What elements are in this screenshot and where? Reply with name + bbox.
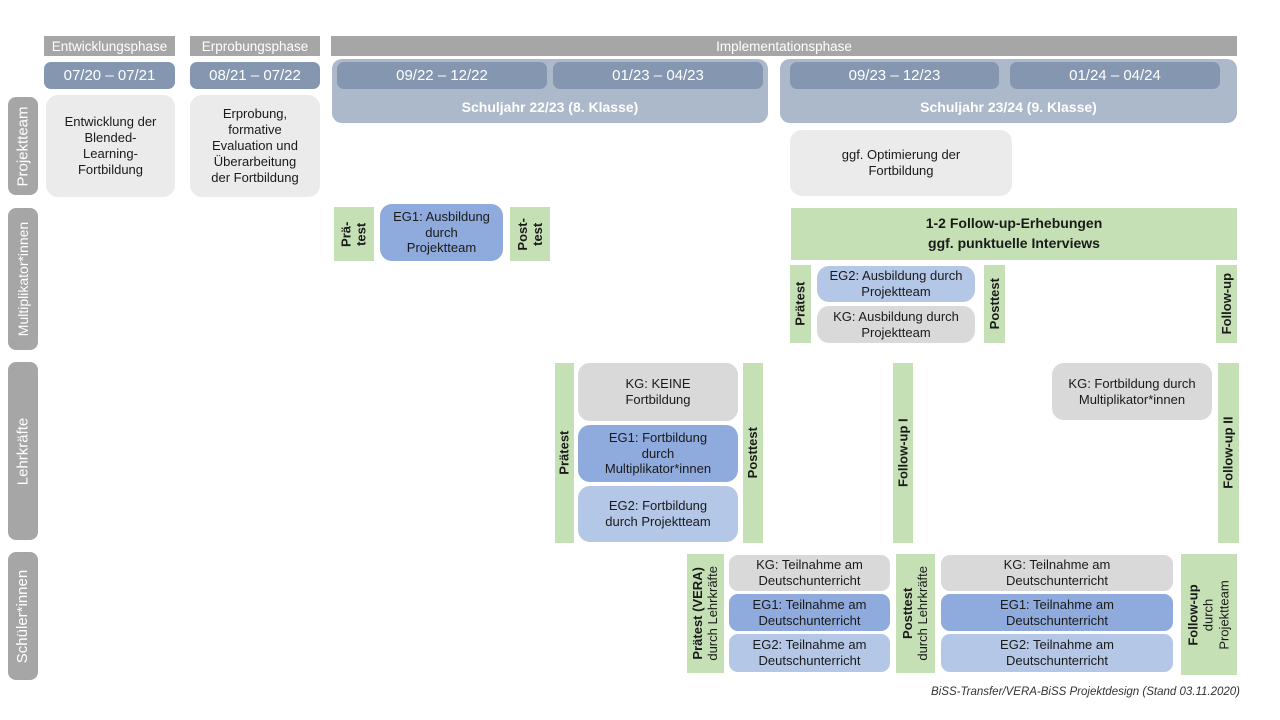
strip-posttest-schueler-line1: Posttest xyxy=(900,587,916,640)
box-kg-ausbildung-projektteam: KG: Ausbildung durch Projektteam xyxy=(817,306,975,343)
strip-praetest-lehrkraefte: Prätest xyxy=(555,363,574,543)
strip-posttest-schueler: Posttest durch Lehrkräfte xyxy=(896,554,935,673)
lane-label-lehrkraefte: Lehrkräfte xyxy=(8,362,38,540)
period-09-22-12-22: 09/22 – 12/22 xyxy=(337,62,547,89)
box-eg1-ausbildung-projektteam: EG1: Ausbildung durch Projektteam xyxy=(380,204,503,261)
box-eg2-fortbildung-projektteam: EG2: Fortbildung durch Projektteam xyxy=(578,486,738,542)
strip-followup-schueler-line1: Follow-up xyxy=(1186,583,1202,646)
box-eg2-teilnahme-1: EG2: Teilnahme am Deutschunterricht xyxy=(729,634,890,672)
strip-praetest-line1: Prä- xyxy=(338,221,354,247)
lane-label-lehrkraefte-text: Lehrkräfte xyxy=(14,417,32,485)
box-kg-teilnahme-1: KG: Teilnahme am Deutschunterricht xyxy=(729,555,890,591)
strip-followup-schueler: Follow-up durch Projektteam xyxy=(1181,554,1237,675)
strip-praetest-multiplikatoren-1: Prä- test xyxy=(334,207,374,261)
box-eg2-ausbildung-projektteam: EG2: Ausbildung durch Projektteam xyxy=(817,266,975,302)
box-kg-fortbildung-multiplikatoren: KG: Fortbildung durch Multiplikator*inne… xyxy=(1052,363,1212,420)
strip-posttest-multiplikatoren-2-text: Posttest xyxy=(986,278,1002,330)
lane-label-multiplikatoren: Multiplikator*innen xyxy=(8,208,38,350)
box-optimierung-fortbildung: ggf. Optimierung der Fortbildung xyxy=(790,130,1012,196)
period-01-24-04-24: 01/24 – 04/24 xyxy=(1010,62,1220,89)
strip-posttest-line2: test xyxy=(530,222,545,246)
box-eg2-teilnahme-2: EG2: Teilnahme am Deutschunterricht xyxy=(941,634,1173,672)
strip-followup-schueler-line3: Projektteam xyxy=(1216,579,1232,650)
strip-followup-1-lehrkraefte-text: Follow-up I xyxy=(895,418,911,488)
period-07-20-07-21: 07/20 – 07/21 xyxy=(44,62,175,89)
strip-posttest-lehrkraefte: Posttest xyxy=(743,363,763,543)
period-09-23-12-23: 09/23 – 12/23 xyxy=(790,62,999,89)
phase-header-entwicklungsphase: Entwicklungsphase xyxy=(44,36,175,56)
box-entwicklung-fortbildung: Entwicklung der Blended- Learning- Fortb… xyxy=(46,95,175,197)
period-01-23-04-23: 01/23 – 04/23 xyxy=(553,62,763,89)
strip-posttest-line1: Post- xyxy=(514,217,530,251)
box-followup-erhebungen-line1: 1-2 Follow-up-Erhebungen xyxy=(925,215,1103,232)
lane-label-projektteam: Projektteam xyxy=(8,97,38,195)
phase-header-erprobungsphase: Erprobungsphase xyxy=(190,36,320,56)
strip-praetest-lehrkraefte-text: Prätest xyxy=(556,430,572,476)
strip-praetest-vera-line2: durch Lehrkräfte xyxy=(705,566,721,661)
school-year-label-23-24: Schuljahr 23/24 (9. Klasse) xyxy=(920,99,1097,115)
box-followup-erhebungen: 1-2 Follow-up-Erhebungen ggf. punktuelle… xyxy=(791,208,1237,260)
box-eg1-teilnahme-1: EG1: Teilnahme am Deutschunterricht xyxy=(729,594,890,631)
strip-followup-multiplikatoren-text: Follow-up xyxy=(1218,273,1234,335)
phase-header-implementationsphase: Implementationsphase xyxy=(331,36,1237,56)
box-kg-teilnahme-2: KG: Teilnahme am Deutschunterricht xyxy=(941,555,1173,591)
school-year-label-22-23: Schuljahr 22/23 (8. Klasse) xyxy=(461,99,639,115)
strip-followup-1-lehrkraefte: Follow-up I xyxy=(893,363,913,543)
lane-label-schueler-text: Schüler*innen xyxy=(14,569,32,663)
strip-followup-schueler-line2: durch xyxy=(1201,598,1217,631)
strip-followup-2-lehrkraefte-text: Follow-up II xyxy=(1220,416,1236,490)
strip-followup-2-lehrkraefte: Follow-up II xyxy=(1218,363,1239,543)
box-kg-keine-fortbildung: KG: KEINE Fortbildung xyxy=(578,363,738,421)
strip-praetest-line2: test xyxy=(353,222,369,246)
period-08-21-07-22: 08/21 – 07/22 xyxy=(190,62,320,89)
lane-label-multiplikatoren-text: Multiplikator*innen xyxy=(15,221,31,337)
lane-label-schueler: Schüler*innen xyxy=(8,552,38,680)
strip-posttest-multiplikatoren-2: Posttest xyxy=(984,265,1005,343)
strip-praetest-multiplikatoren-2-text: Prätest xyxy=(792,281,808,327)
strip-praetest-vera-line1: Prätest (VERA) xyxy=(690,567,706,660)
box-followup-erhebungen-line2: ggf. punktuelle Interviews xyxy=(928,235,1100,251)
strip-praetest-vera-schueler: Prätest (VERA) durch Lehrkräfte xyxy=(687,554,724,673)
strip-posttest-schueler-line2: durch Lehrkräfte xyxy=(915,566,931,661)
box-erprobung-evaluation: Erprobung, formative Evaluation und Über… xyxy=(190,95,320,197)
box-eg1-teilnahme-2: EG1: Teilnahme am Deutschunterricht xyxy=(941,594,1173,631)
lane-label-projektteam-text: Projektteam xyxy=(14,105,32,187)
strip-followup-multiplikatoren: Follow-up xyxy=(1216,265,1237,343)
box-eg1-fortbildung-multiplikatoren: EG1: Fortbildung durch Multiplikator*inn… xyxy=(578,425,738,482)
footer-caption: BiSS-Transfer/VERA-BiSS Projektdesign (S… xyxy=(931,686,1240,698)
strip-praetest-multiplikatoren-2: Prätest xyxy=(790,265,811,343)
strip-posttest-lehrkraefte-text: Posttest xyxy=(745,427,761,479)
strip-posttest-multiplikatoren-1: Post- test xyxy=(510,207,550,261)
